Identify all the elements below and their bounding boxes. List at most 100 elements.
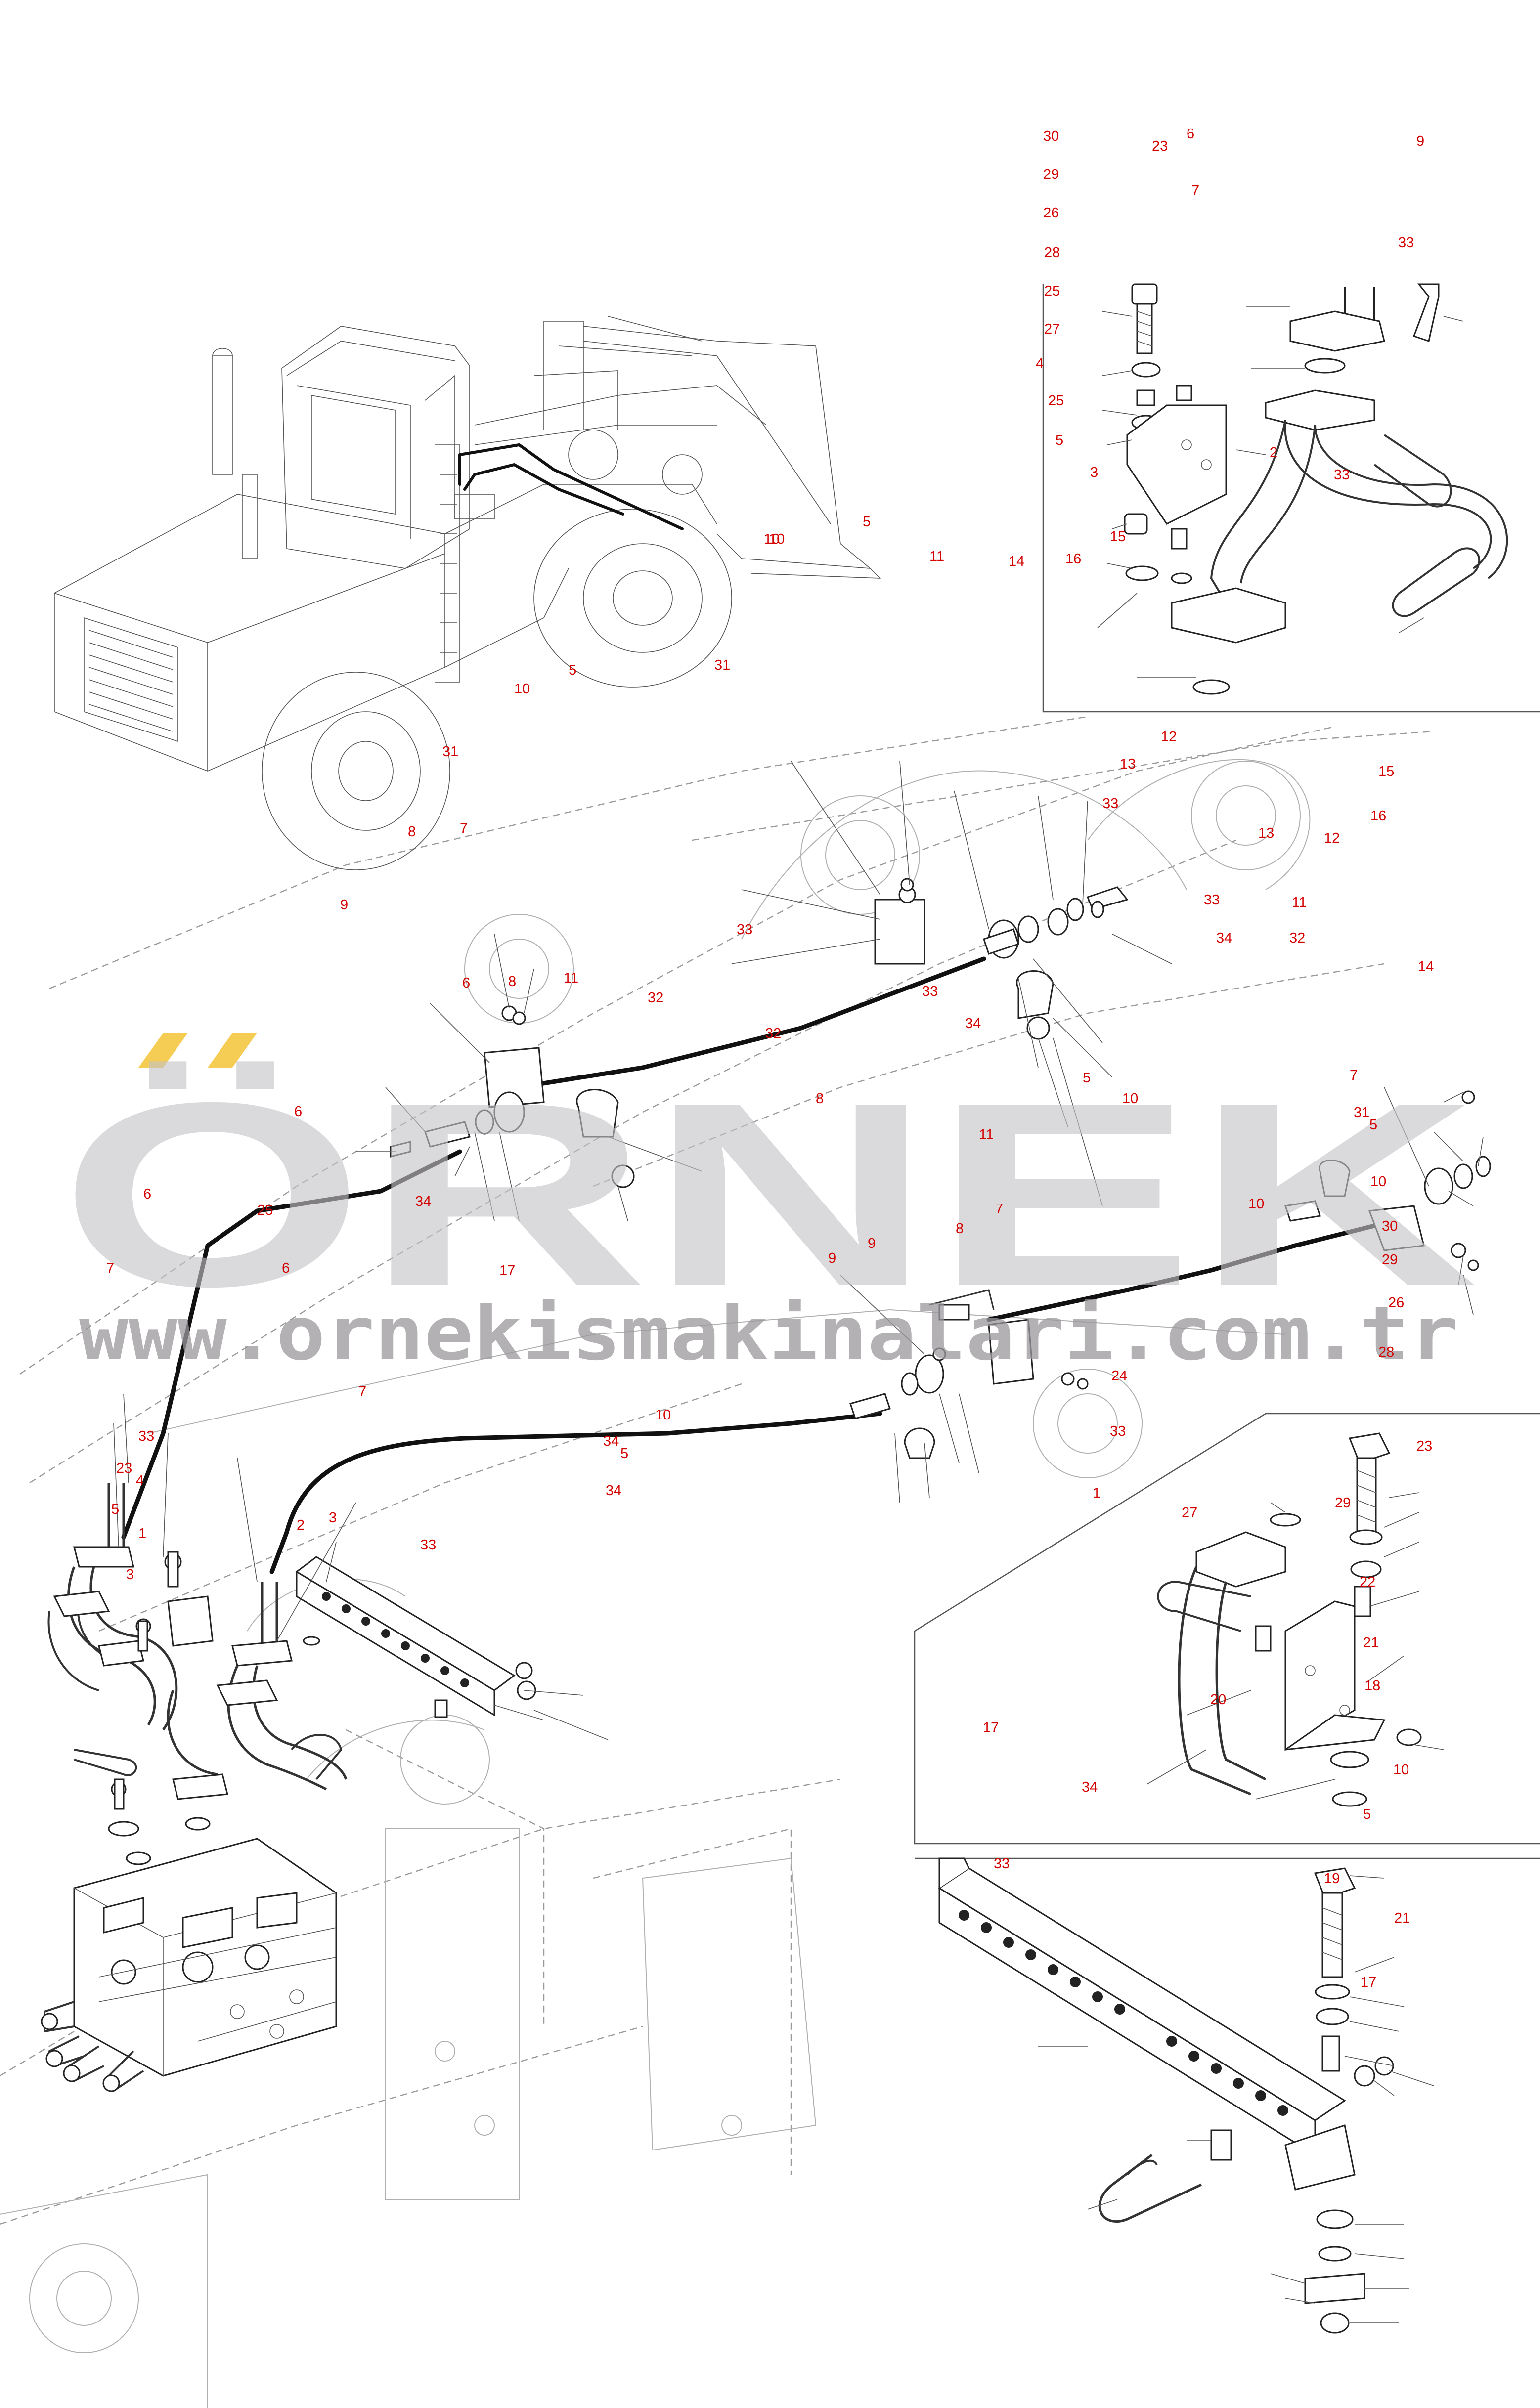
callout-number: 21 [1394,1910,1410,1926]
callout-number: 5 [1369,1117,1377,1133]
callout-number: 6 [462,975,470,991]
callout-number: 7 [1191,183,1199,199]
callout-number: 25 [257,1203,273,1218]
callout-number: 5 [569,662,576,678]
callout-number: 17 [1361,1975,1376,1990]
callout-number: 22 [1360,1574,1375,1590]
callout-number: 21 [1363,1635,1379,1651]
inset-mid-right [914,1413,1540,1845]
hose-25 [121,1149,462,1540]
callout-number: 29 [1335,1495,1351,1511]
callout-number: 12 [1161,729,1177,745]
callout-number: 33 [420,1537,436,1553]
callout-number: 11 [564,970,578,986]
callout-number: 31 [714,657,730,673]
callout-number: 27 [1182,1505,1197,1521]
callout-number: 8 [956,1221,964,1237]
callout-number: 33 [1334,467,1350,483]
watermark-url: www.ornekismakinalari.com.tr [79,1291,1458,1377]
callout-number: 11 [929,549,944,564]
callout-number: 5 [1056,432,1063,448]
callout-number: 30 [1043,129,1059,144]
callout-number: 25 [1044,283,1060,299]
callout-number: 9 [868,1236,876,1251]
callout-number: 10 [769,531,785,547]
callout-number: 31 [1354,1105,1369,1120]
callout-number: 2 [297,1517,305,1533]
callout-number: 15 [1378,764,1394,779]
callout-number: 8 [816,1091,824,1107]
hose-32 [531,956,986,1087]
main-assembly-parts [41,761,1491,2093]
callout-number: 33 [737,922,752,938]
callout-number: 34 [1216,930,1232,946]
control-valve-icon [41,1838,337,2093]
callout-number: 8 [508,974,516,989]
callout-number: 33 [138,1428,154,1444]
callout-number: 3 [329,1510,337,1526]
callout-number: 34 [415,1194,431,1209]
callout-number: 9 [1416,133,1424,149]
callout-number: 32 [1289,930,1305,946]
callout-number: 27 [1044,321,1060,337]
callout-number: 34 [965,1016,981,1032]
callout-number: 26 [1388,1295,1404,1311]
callout-number: 23 [1152,138,1168,154]
callout-number: 16 [1065,551,1081,567]
watermark-brand: ÖRNEK [59,1048,1478,1341]
callout-number: 19 [1324,1871,1340,1887]
callout-number: 13 [1120,756,1136,772]
callout-number: 1 [1093,1485,1100,1501]
bolt-icon [1348,1432,1391,1533]
callout-labels: 3029262825274255315162367933233141110510… [106,126,1434,1990]
callout-number: 8 [408,824,416,840]
wheel-loader-overview [54,316,881,870]
callout-number: 11 [979,1127,994,1143]
inset-top-right [1042,283,1540,713]
callout-number: 6 [1187,126,1194,142]
accent-icon [208,1033,257,1068]
callout-number: 7 [995,1201,1003,1217]
callout-number: 34 [606,1483,621,1499]
callout-number: 16 [1370,808,1386,824]
main-hose-routes [121,956,1377,1574]
accent-icon [138,1033,188,1068]
callout-number: 10 [514,681,530,697]
callout-number: 23 [116,1461,132,1476]
callout-number: 34 [603,1433,619,1449]
watermark: ÖRNEK www.ornekismakinalari.com.tr [59,1033,1478,1377]
callout-number: 26 [1043,205,1059,221]
callout-number: 23 [1416,1438,1432,1454]
callout-number: 10 [1370,1174,1386,1190]
callout-number: 5 [863,514,871,530]
callout-number: 31 [442,744,458,760]
callout-number: 32 [765,1026,781,1041]
callout-number: 14 [1418,959,1434,975]
callout-number: 33 [922,984,938,999]
hose-10 [269,1411,882,1574]
callout-number: 10 [1393,1762,1409,1778]
callout-number: 7 [358,1384,366,1400]
callout-number: 30 [1382,1218,1398,1234]
callout-number: 10 [1248,1196,1264,1212]
callout-number: 18 [1364,1678,1380,1694]
callout-number: 33 [1110,1423,1126,1439]
callout-number: 5 [1083,1070,1091,1086]
callout-number: 6 [282,1260,290,1276]
background-frame-outlines [0,716,1434,2408]
bolt-icon [1131,283,1158,354]
callout-number: 5 [111,1502,119,1517]
callout-number: 3 [1090,465,1098,480]
callout-number: 28 [1044,245,1060,260]
callout-number: 4 [1036,356,1044,372]
callout-number: 14 [1009,554,1024,569]
inset-bottom-right [915,1857,1540,2334]
callout-number: 7 [460,820,468,836]
callout-number: 11 [1292,895,1307,910]
callout-number: 33 [1398,235,1414,251]
callout-number: 12 [1324,830,1340,846]
callout-number: 7 [1350,1068,1358,1083]
bolt-icon [1314,1867,1356,1978]
callout-number: 6 [294,1104,302,1119]
